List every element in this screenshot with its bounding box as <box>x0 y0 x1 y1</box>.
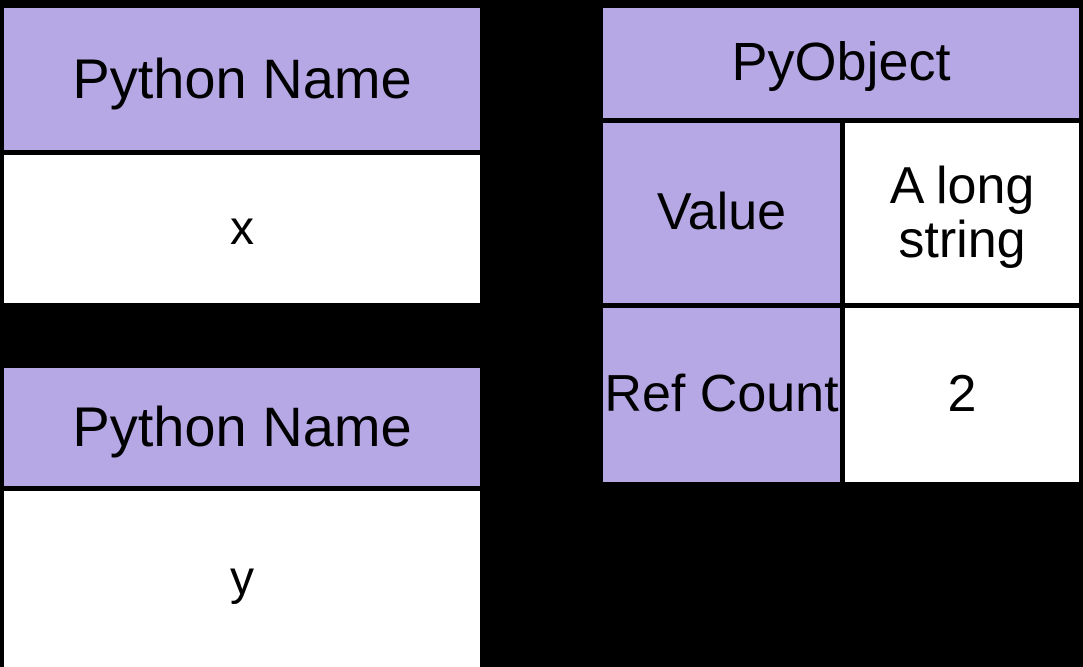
pyobject-refcount-value: 2 <box>845 308 1079 482</box>
pyobject-header-label: PyObject <box>603 8 1079 118</box>
node-python-name-x[interactable]: Python Name x <box>0 4 484 303</box>
node-python-name-y[interactable]: Python Name y <box>0 364 484 667</box>
node-pyobject[interactable]: PyObject Value A long string Ref Count 2 <box>599 4 1083 482</box>
node-x-header-label: Python Name <box>4 8 480 150</box>
pyobject-refcount-label: Ref Count <box>603 308 840 482</box>
node-x-header-row: Python Name <box>4 8 480 150</box>
node-y-header-row: Python Name <box>4 368 480 486</box>
node-y-header-label: Python Name <box>4 368 480 486</box>
pyobject-value-label: Value <box>603 123 840 303</box>
pyobject-header-row: PyObject <box>603 8 1079 118</box>
pyobject-value-row: Value A long string <box>603 123 1079 303</box>
pyobject-refcount-row: Ref Count 2 <box>603 308 1079 482</box>
node-x-value-row: x <box>4 155 480 303</box>
node-x-value: x <box>4 155 480 303</box>
node-y-value: y <box>4 491 480 667</box>
pyobject-value-content: A long string <box>845 123 1079 303</box>
node-y-value-row: y <box>4 491 480 667</box>
